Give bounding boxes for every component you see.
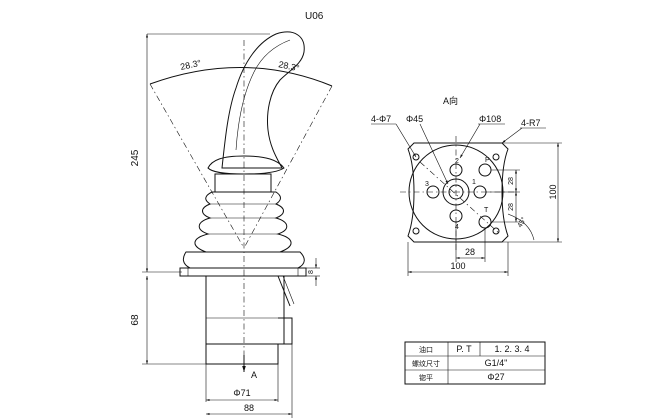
- joystick-handle: [221, 31, 305, 169]
- view-a: A向 2 3 1 4 P T 4-Φ7 Φ45: [371, 95, 562, 276]
- dia-pcd-label: Φ108: [479, 114, 501, 124]
- swing-line-left: [149, 83, 245, 249]
- flange-thk-label: 8: [308, 270, 315, 274]
- table-header-ports2: 1. 2. 3. 4: [494, 344, 529, 354]
- corner-hole-bl: [412, 227, 420, 235]
- hole-small-label: 4-Φ7: [371, 114, 391, 124]
- corner-hole-tl: [412, 153, 420, 161]
- port-label-3: 3: [425, 181, 429, 188]
- port-t: [478, 215, 492, 229]
- table-row2-value: Φ27: [487, 372, 504, 382]
- dia-body-label: Φ71: [233, 388, 250, 398]
- port-p: [478, 163, 492, 177]
- port-label-4: 4: [455, 224, 459, 231]
- radius-corner-label: 4-R7: [521, 118, 541, 128]
- table-row1-value: G1/4": [485, 358, 508, 368]
- corner-hole-tr: [492, 153, 500, 161]
- mount-flange: [179, 267, 307, 277]
- drawing-title: U06: [305, 11, 324, 22]
- dia-center-label: Φ45: [406, 114, 423, 124]
- port-label-2: 2: [455, 158, 459, 165]
- dim-28-v2: 28: [508, 203, 515, 211]
- swing-line-right: [243, 85, 333, 249]
- side-view: 28.3° 28.3° 245 68: [130, 31, 333, 418]
- table-header-ports: P. T: [456, 344, 472, 354]
- side-pin: [277, 275, 291, 307]
- height-base-label: 68: [130, 314, 141, 326]
- handle-inner: [235, 39, 291, 151]
- swing-arc: [149, 67, 333, 87]
- corner-hole-br: [492, 227, 500, 235]
- dim-28-v1: 28: [508, 177, 515, 185]
- dim-100-v: 100: [548, 184, 558, 199]
- angle-left-label: 28.3°: [179, 58, 202, 72]
- dim-28-h: 28: [465, 247, 475, 257]
- port-label-t: T: [484, 207, 489, 214]
- handle-grip: [207, 155, 285, 175]
- dim-100-h: 100: [450, 261, 465, 271]
- height-total-label: 245: [130, 149, 141, 166]
- bellows-boot: [194, 191, 292, 253]
- table-row1-label: 螺纹尺寸: [412, 359, 440, 368]
- section-mark: A: [251, 370, 257, 380]
- port-label-p: P: [485, 157, 490, 164]
- view-a-label: A向: [443, 95, 458, 106]
- table-header-label: 油口: [419, 345, 433, 354]
- port-label-1: 1: [472, 179, 476, 186]
- valve-body: [205, 275, 285, 345]
- body-bottom: [205, 317, 293, 365]
- width-base-label: 88: [244, 403, 254, 413]
- angle-right-label: 28.3°: [278, 59, 301, 73]
- table-row2-label: 锪平: [419, 373, 433, 382]
- angle-45-label: 45°: [516, 216, 528, 229]
- spec-table: 油口 P. T 1. 2. 3. 4 螺纹尺寸 G1/4" 锪平 Φ27: [404, 341, 546, 385]
- handle-neck: [214, 173, 272, 193]
